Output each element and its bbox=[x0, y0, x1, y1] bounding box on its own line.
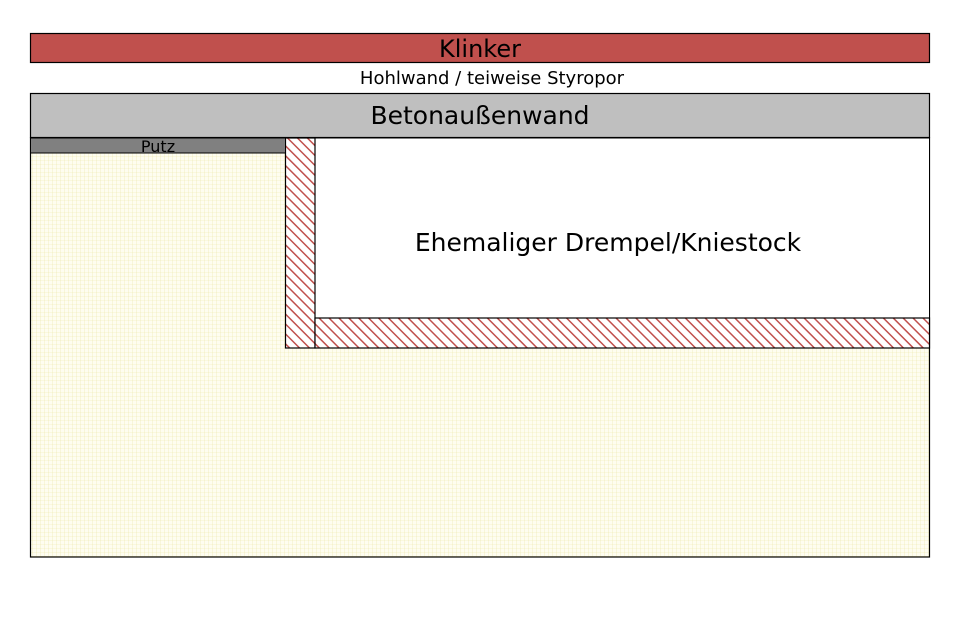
betonaussenwand-layer bbox=[29, 92, 931, 139]
klinker-label: Klinker bbox=[439, 35, 521, 63]
klinker-layer bbox=[29, 32, 931, 64]
drempel-hatch-horizontal bbox=[314, 317, 931, 349]
drempel-hatch-vertical bbox=[284, 137, 316, 349]
betonaussenwand-label: Betonaußenwand bbox=[370, 101, 589, 130]
drempel-label: Ehemaliger Drempel/Kniestock bbox=[415, 228, 802, 257]
putz-label: Putz bbox=[141, 137, 175, 156]
hohlwand-label: Hohlwand / teiweise Styropor bbox=[360, 68, 625, 89]
drempel-area bbox=[314, 137, 930, 319]
